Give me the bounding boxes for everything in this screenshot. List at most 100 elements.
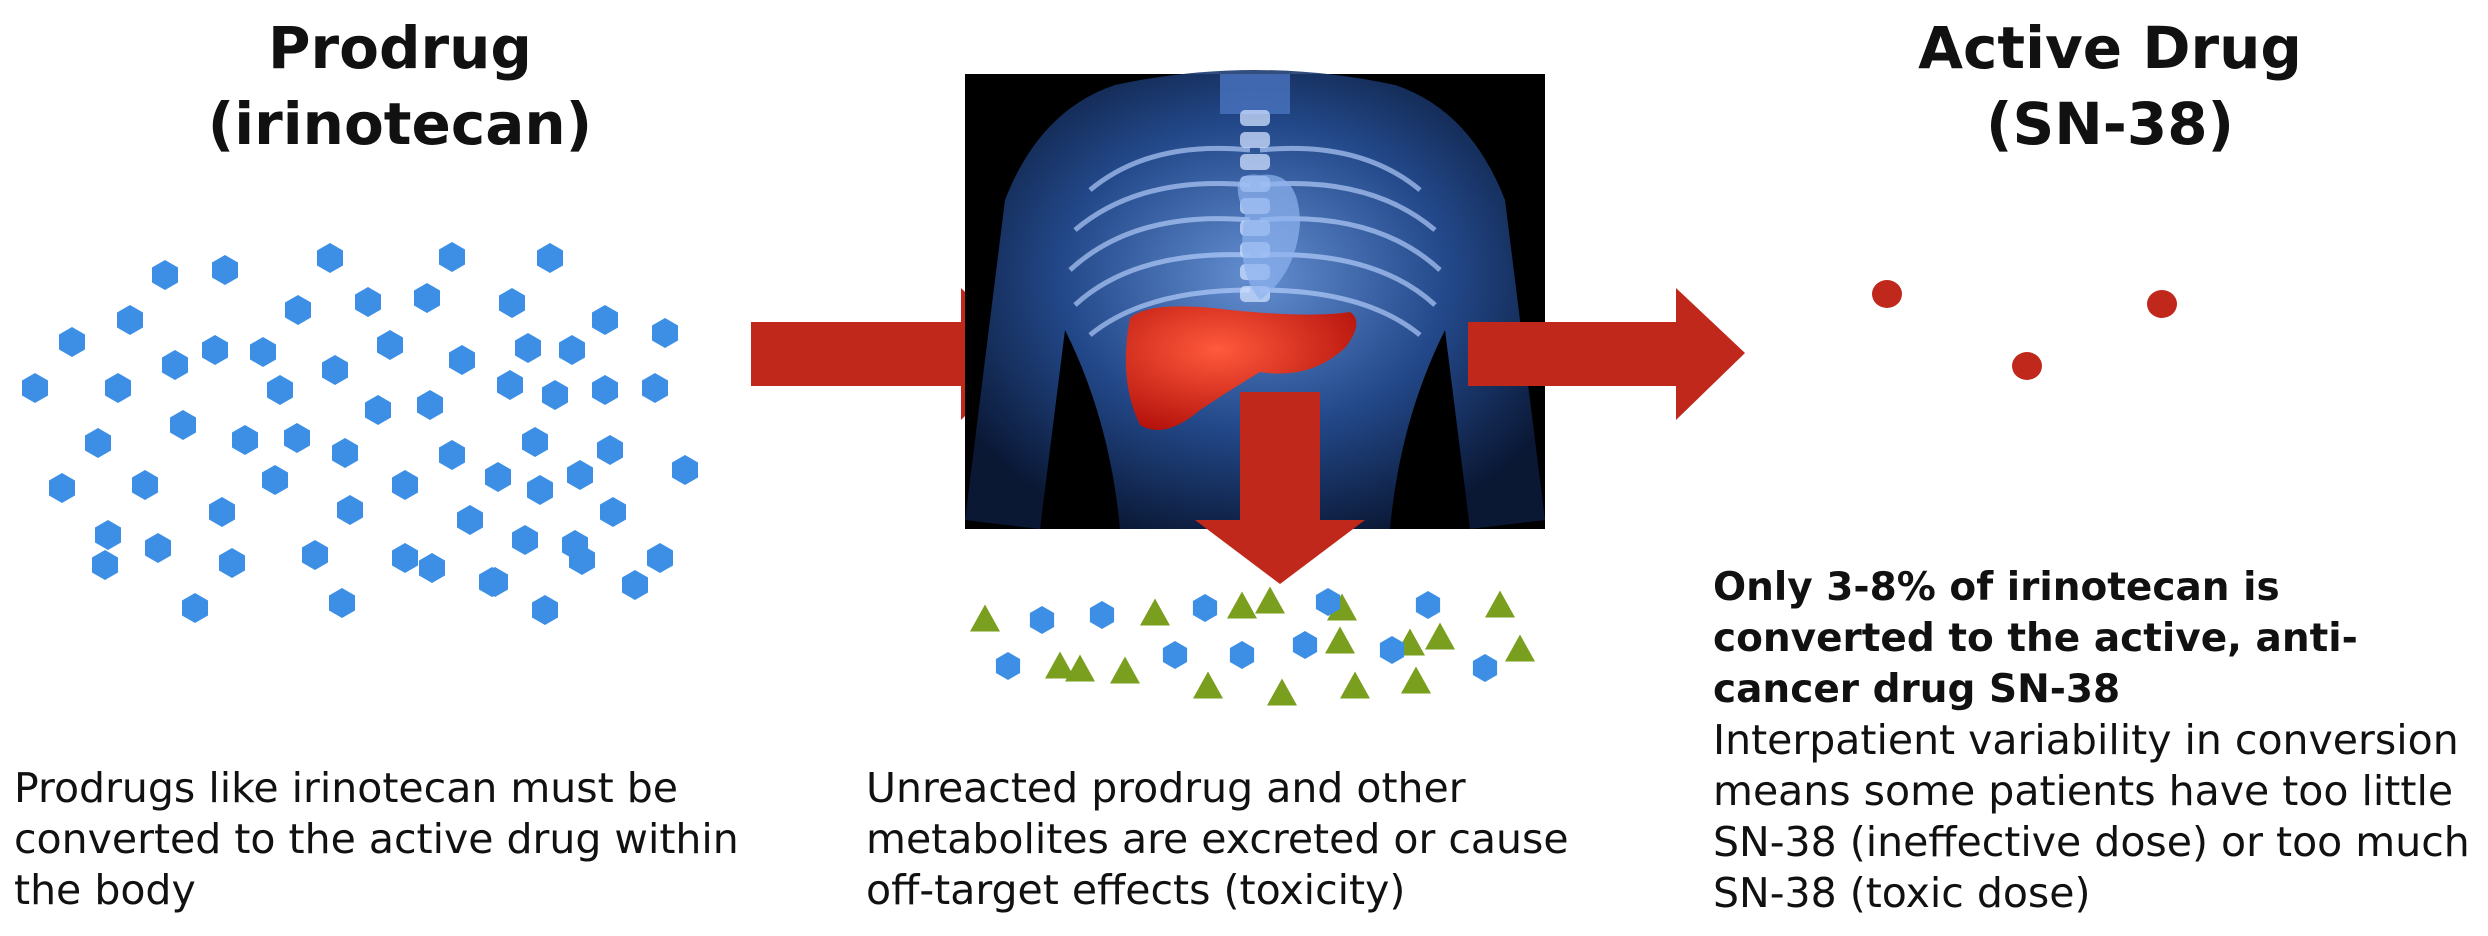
prodrug-molecule-icon: [532, 595, 558, 625]
prodrug-molecule-icon: [419, 553, 445, 583]
prodrug-molecule-icon: [250, 337, 276, 367]
prodrug-molecule-icon: [672, 455, 698, 485]
metabolite-molecule-icon: [1425, 622, 1455, 650]
metabolite-molecule-icon: [1340, 671, 1370, 699]
prodrug-molecule-icon: [449, 345, 475, 375]
prodrug-molecule-icon: [262, 465, 288, 495]
prodrug-molecule-icon: [22, 373, 48, 403]
active-drug-molecule-icon: [1872, 280, 1902, 308]
metabolite-molecule-icon: [1505, 634, 1535, 662]
prodrug-molecule-icon: [414, 283, 440, 313]
prodrug-molecule-icon: [284, 423, 310, 453]
prodrug-molecule-icon: [182, 593, 208, 623]
prodrug-molecule-icon: [1292, 631, 1318, 659]
prodrug-molecule-icon: [232, 425, 258, 455]
prodrug-molecule-icon: [1029, 606, 1055, 634]
prodrug-molecule-icon: [1089, 601, 1115, 629]
prodrug-molecule-icon: [522, 427, 548, 457]
prodrug-molecule-icon: [1229, 641, 1255, 669]
conversion-arrow-in: [751, 288, 1028, 420]
prodrug-molecule-icon: [317, 243, 343, 273]
prodrug-molecule-icon: [567, 460, 593, 490]
excreted-metabolites: [970, 586, 1535, 706]
prodrug-molecule-icon: [1415, 591, 1441, 619]
prodrug-molecule-icon: [1379, 636, 1405, 664]
prodrug-molecule-icon: [512, 525, 538, 555]
active-drug-molecule-icon: [2147, 290, 2177, 318]
prodrug-molecule-icon: [1472, 654, 1498, 682]
prodrug-molecule-icon: [537, 243, 563, 273]
prodrug-molecule-icon: [92, 550, 118, 580]
prodrug-title-line1: Prodrug: [268, 14, 532, 82]
prodrug-molecule-icon: [162, 350, 188, 380]
prodrug-molecule-icon: [392, 470, 418, 500]
prodrug-molecule-icon: [329, 588, 355, 618]
prodrug-molecule-icon: [365, 395, 391, 425]
prodrug-molecule-icon: [417, 390, 443, 420]
active-drug-title-line2: (SN-38): [1985, 90, 2235, 158]
prodrug-molecule-icon: [152, 260, 178, 290]
prodrug-molecule-icon: [202, 335, 228, 365]
metabolite-molecule-icon: [1193, 671, 1223, 699]
prodrug-molecule-icon: [499, 288, 525, 318]
prodrug-molecule-icon: [482, 567, 508, 597]
active-drug-molecule-icon: [2012, 352, 2042, 380]
prodrug-molecule-icon: [322, 355, 348, 385]
prodrug-molecule-icon: [285, 295, 311, 325]
metabolite-molecule-icon: [1255, 586, 1285, 614]
prodrug-molecule-icon: [332, 438, 358, 468]
prodrug-molecule-icon: [209, 497, 235, 527]
prodrug-molecule-icon: [497, 370, 523, 400]
prodrug-molecule-icon: [457, 505, 483, 535]
prodrug-molecule-icon: [170, 410, 196, 440]
prodrug-title: Prodrug (irinotecan): [110, 10, 690, 162]
prodrug-molecule-icon: [600, 497, 626, 527]
prodrug-molecule-icon: [527, 475, 553, 505]
metabolite-molecule-icon: [1325, 626, 1355, 654]
metabolite-molecule-icon: [1045, 651, 1075, 679]
prodrug-molecule-icon: [642, 373, 668, 403]
prodrug-molecule-icon: [559, 335, 585, 365]
metabolite-molecule-icon: [1227, 591, 1257, 619]
prodrug-molecule-icon: [622, 570, 648, 600]
excretion-arrow: [1195, 392, 1365, 584]
prodrug-molecule-icon: [515, 333, 541, 363]
metabolite-molecule-icon: [1401, 666, 1431, 694]
prodrug-molecule-icon: [355, 287, 381, 317]
metabolite-molecule-icon: [970, 604, 1000, 632]
prodrug-molecule-icon: [59, 327, 85, 357]
prodrug-molecule-icon: [117, 305, 143, 335]
prodrug-molecules: [22, 242, 698, 625]
prodrug-molecule-icon: [377, 330, 403, 360]
prodrug-molecule-icon: [569, 545, 595, 575]
prodrug-molecule-icon: [592, 375, 618, 405]
prodrug-molecule-icon: [995, 652, 1021, 680]
prodrug-molecule-icon: [392, 543, 418, 573]
metabolite-description: Unreacted prodrug and other metabolites …: [866, 764, 1569, 914]
prodrug-molecule-icon: [219, 548, 245, 578]
prodrug-molecule-icon: [652, 318, 678, 348]
prodrug-molecule-icon: [439, 440, 465, 470]
prodrug-molecule-icon: [85, 428, 111, 458]
prodrug-molecule-icon: [542, 380, 568, 410]
prodrug-molecule-icon: [105, 373, 131, 403]
prodrug-title-line2: (irinotecan): [207, 90, 593, 158]
prodrug-molecule-icon: [132, 470, 158, 500]
prodrug-molecule-icon: [337, 495, 363, 525]
prodrug-molecule-icon: [485, 462, 511, 492]
metabolite-molecule-icon: [1110, 656, 1140, 684]
liver-icon: [1125, 306, 1357, 430]
prodrug-description: Prodrugs like irinotecan must be convert…: [14, 764, 739, 914]
prodrug-molecule-icon: [597, 435, 623, 465]
prodrug-molecule-icon: [95, 520, 121, 550]
metabolite-molecule-icon: [1140, 598, 1170, 626]
metabolite-molecule-icon: [1485, 590, 1515, 618]
prodrug-molecule-icon: [302, 540, 328, 570]
conversion-arrow-out: [1468, 288, 1745, 420]
variability-description: Interpatient variability in conversion m…: [1713, 716, 2470, 917]
active-drug-molecules: [1872, 280, 2177, 380]
active-drug-title-line1: Active Drug: [1918, 14, 2302, 82]
metabolite-molecule-icon: [1065, 654, 1095, 682]
prodrug-molecule-icon: [439, 242, 465, 272]
